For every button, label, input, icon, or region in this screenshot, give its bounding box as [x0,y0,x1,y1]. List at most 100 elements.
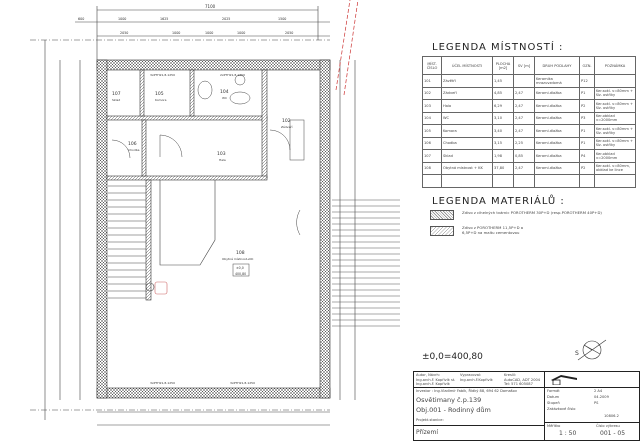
table-cell: Ker.sokl. v=80mm, obklad ke lince [594,161,636,175]
stage: PS [594,401,599,405]
dim: 2050 [120,31,128,35]
table-cell: Kerami.dlažba [534,124,580,138]
table-cell [513,74,535,88]
col-header: DRUH PODLAHY [534,56,580,75]
table-cell: 108 [422,161,442,175]
table-cell: Hala [441,99,493,113]
table-cell: 3,15 [492,136,514,150]
table-cell: Ker.obklad v=2000mm [594,149,636,163]
room-name: Komora [155,98,167,102]
bathroom-fixtures [197,74,251,105]
table-cell: 2,25 [513,136,535,150]
table-cell: Ker.sokl. v=80mm + šíz. ostřiky [594,86,636,100]
level-value: 400,80 [235,272,246,276]
table-cell: P4 [579,149,595,163]
table-cell: 2,47 [513,161,535,175]
phone: Tel: 571 605087 [504,382,533,386]
project-name: Osvětimany č.p.139 [416,396,482,404]
col-header: SV [m] [513,56,535,75]
dim: 1500 [278,17,286,21]
format: 2 A4 [594,389,603,393]
table-cell: 6,29 [492,99,514,113]
table-cell: Kerami.dlažba [534,99,580,113]
table-cell [534,174,580,188]
table-cell: 1,98 [492,149,514,163]
terrace [332,199,400,327]
order-number: 10806.2 [604,414,619,418]
drawn-by: Ing.arch.F.Kopřivík [460,377,493,382]
room-name: Obytná místnost+KK [222,257,254,261]
table-cell: 3,10 [492,111,514,125]
room-number: 103 [217,151,226,157]
room-name: Hala [219,158,226,162]
dimension-lines [30,6,356,426]
window-label: 2xPTH21,8-1250 [220,73,245,77]
table-cell: 2,47 [513,99,535,113]
dim: 600 [78,17,84,21]
legend-rooms-title: LEGENDA MÍSTNOSTÍ : [432,42,564,53]
legend-materials-title: LEGENDA MATERIÁLŮ : [432,196,565,207]
table-cell: P2 [579,161,595,175]
scale: 1 : 50 [559,430,577,437]
table-cell: P1 [579,124,595,138]
material-swatch-masonry [430,210,454,220]
table-cell: Ker.obklad v=2000mm [594,111,636,125]
table-cell: 3,40 [492,124,514,138]
table-cell: P12 [579,74,595,88]
dim: 2025 [222,17,230,21]
table-cell: P3 [579,111,595,125]
kreslil-label: Kreslil: [504,373,517,377]
table-cell: 37,80 [492,161,514,175]
table-cell: 106 [422,136,442,150]
door-swings [111,119,305,236]
material-desc: Zdivo z cihelných tvárnic POROTHERM 30P+… [462,210,602,215]
table-cell: 2,47 [513,86,535,100]
table-cell: Kerami.dlažba [534,161,580,175]
table-cell: Závětří [441,74,493,88]
table-cell [513,174,535,188]
room-name: Sklad [112,98,120,102]
table-cell: Komora [441,124,493,138]
format-label: Formát [547,389,560,393]
table-cell: WC [441,111,493,125]
room-name: Chodba [128,148,140,152]
table-cell: P2 [579,99,595,113]
sheet-label: Číslo výkresu [596,424,620,428]
table-cell: P1 [579,136,595,150]
dim: 1000 [172,31,180,35]
project-stage: Projekt.stanice: [416,418,444,422]
kreslil: AutoCAD, ADT 2004 [504,377,541,382]
table-cell: Ker.sokl. v=80mm + šíz. ostřiky [594,124,636,138]
level-tag: ±0,0 [236,266,244,270]
stair-treads [108,185,146,299]
dim: 1000 [118,17,126,21]
col-header: ÚČEL MÍSTNOSTI [441,56,493,75]
table-cell: Obytná místnost + KK [441,161,493,175]
date-label: Datum [547,395,560,399]
room-number: 106 [128,141,137,147]
table-row-empty [422,174,636,188]
room-number: 108 [236,250,245,256]
kitchen-counter [145,180,216,295]
col-header: MÍST. ČÍSLO [422,56,442,75]
exterior-walls [96,59,331,399]
table-cell [579,174,595,188]
elevation-label: ±0,0=400,80 [422,352,483,362]
author2: Ing.arch.F. Kopřivík [416,382,450,386]
table-cell: Kerami.dlažba [534,136,580,150]
author: Ing.arch.F. Kopřivík st. [416,377,456,382]
table-cell: 105 [422,124,442,138]
table-cell: 102 [422,86,442,100]
room-number: 107 [112,91,121,97]
drawing-name: Přízemí [416,429,438,436]
table-cell: 2,47 [513,124,535,138]
table-cell: 4,85 [492,86,514,100]
north-arrow-icon: S [575,339,607,361]
table-cell: 104 [422,111,442,125]
